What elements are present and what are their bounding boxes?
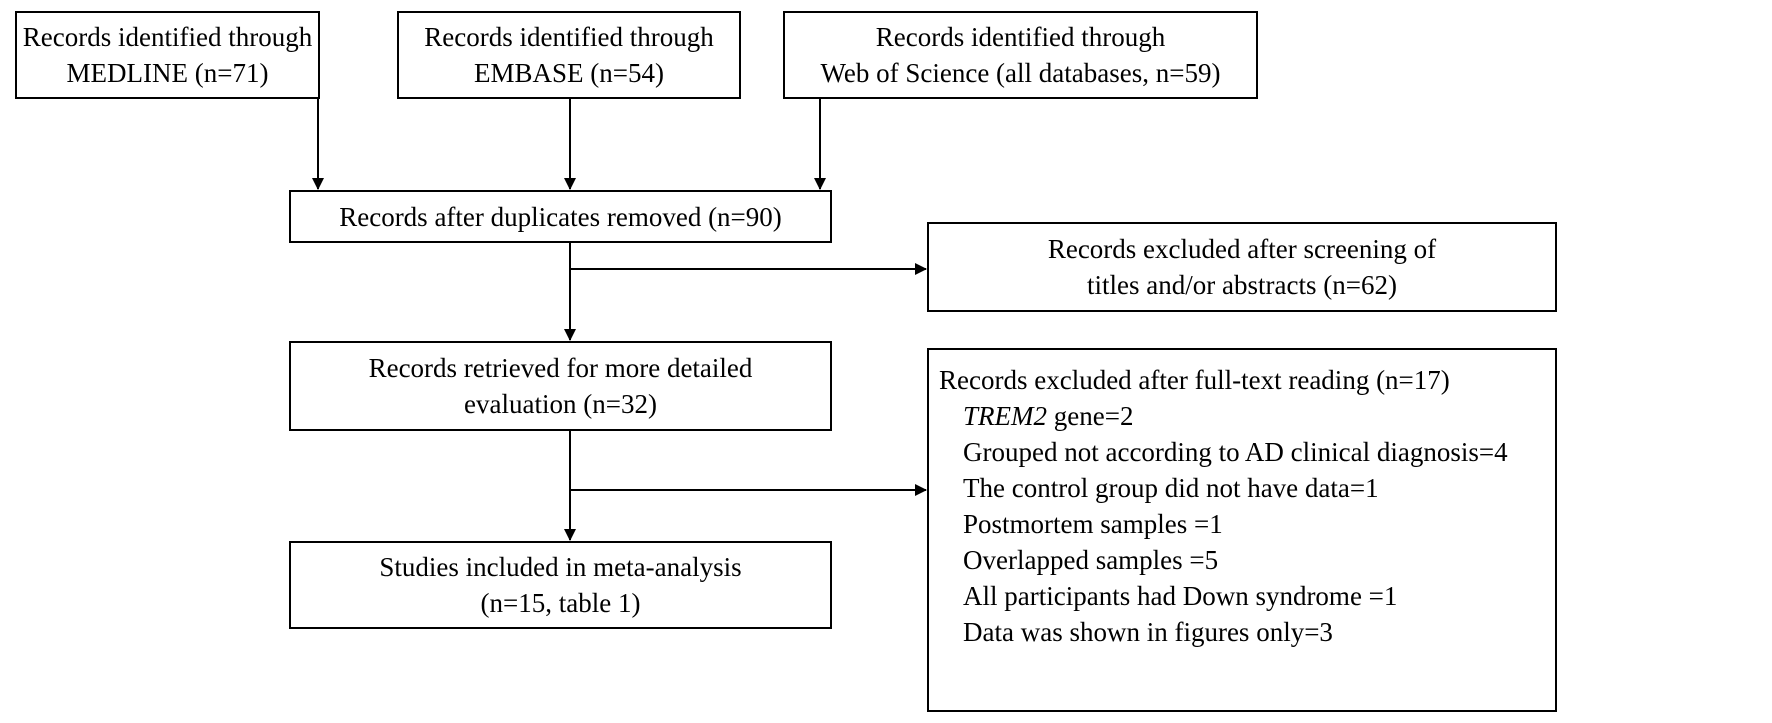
item-text: Data was shown in figures only=3 <box>963 617 1333 647</box>
source-box-medline: Records identified through MEDLINE (n=71… <box>15 11 320 99</box>
included-box: Studies included in meta-analysis (n=15,… <box>289 541 832 629</box>
source-wos-line2: Web of Science (all databases, n=59) <box>820 58 1221 88</box>
fulltext-excluded-box: Records excluded after full-text reading… <box>927 348 1557 712</box>
fulltext-excluded-item: Grouped not according to AD clinical dia… <box>939 434 1555 470</box>
source-medline-line1: Records identified through <box>22 22 313 52</box>
item-text: Overlapped samples =5 <box>963 545 1219 575</box>
screen-excluded-box: Records excluded after screening of titl… <box>927 222 1557 312</box>
included-line1: Studies included in meta-analysis <box>379 552 742 582</box>
fulltext-excluded-item: Data was shown in figures only=3 <box>939 614 1555 650</box>
item-text: gene=2 <box>1047 401 1134 431</box>
screen-excluded-line1: Records excluded after screening of <box>1047 234 1437 264</box>
retrieved-box: Records retrieved for more detailed eval… <box>289 341 832 431</box>
fulltext-excluded-heading: Records excluded after full-text reading… <box>939 365 1450 395</box>
retrieved-line2: evaluation (n=32) <box>464 389 657 419</box>
item-text: All participants had Down syndrome =1 <box>963 581 1398 611</box>
source-medline-line2: MEDLINE (n=71) <box>66 58 269 88</box>
dedup-box: Records after duplicates removed (n=90) <box>289 190 832 243</box>
retrieved-line1: Records retrieved for more detailed <box>368 353 753 383</box>
source-box-web-of-science: Records identified through Web of Scienc… <box>783 11 1258 99</box>
source-box-embase: Records identified through EMBASE (n=54) <box>397 11 741 99</box>
item-text: The control group did not have data=1 <box>963 473 1379 503</box>
source-embase-line2: EMBASE (n=54) <box>474 58 664 88</box>
dedup-line1: Records after duplicates removed (n=90) <box>339 201 782 232</box>
item-text: Postmortem samples =1 <box>963 509 1223 539</box>
gene-name: TREM2 <box>963 401 1047 431</box>
included-line2: (n=15, table 1) <box>480 588 641 618</box>
fulltext-excluded-item: Overlapped samples =5 <box>939 542 1555 578</box>
fulltext-excluded-item: All participants had Down syndrome =1 <box>939 578 1555 614</box>
source-embase-line1: Records identified through <box>424 22 714 52</box>
fulltext-excluded-item: TREM2 gene=2 <box>939 398 1555 434</box>
item-text: Grouped not according to AD clinical dia… <box>963 437 1508 467</box>
fulltext-excluded-item: Postmortem samples =1 <box>939 506 1555 542</box>
source-wos-line1: Records identified through <box>875 22 1166 52</box>
fulltext-excluded-item: The control group did not have data=1 <box>939 470 1555 506</box>
screen-excluded-line2: titles and/or abstracts (n=62) <box>1087 270 1397 300</box>
